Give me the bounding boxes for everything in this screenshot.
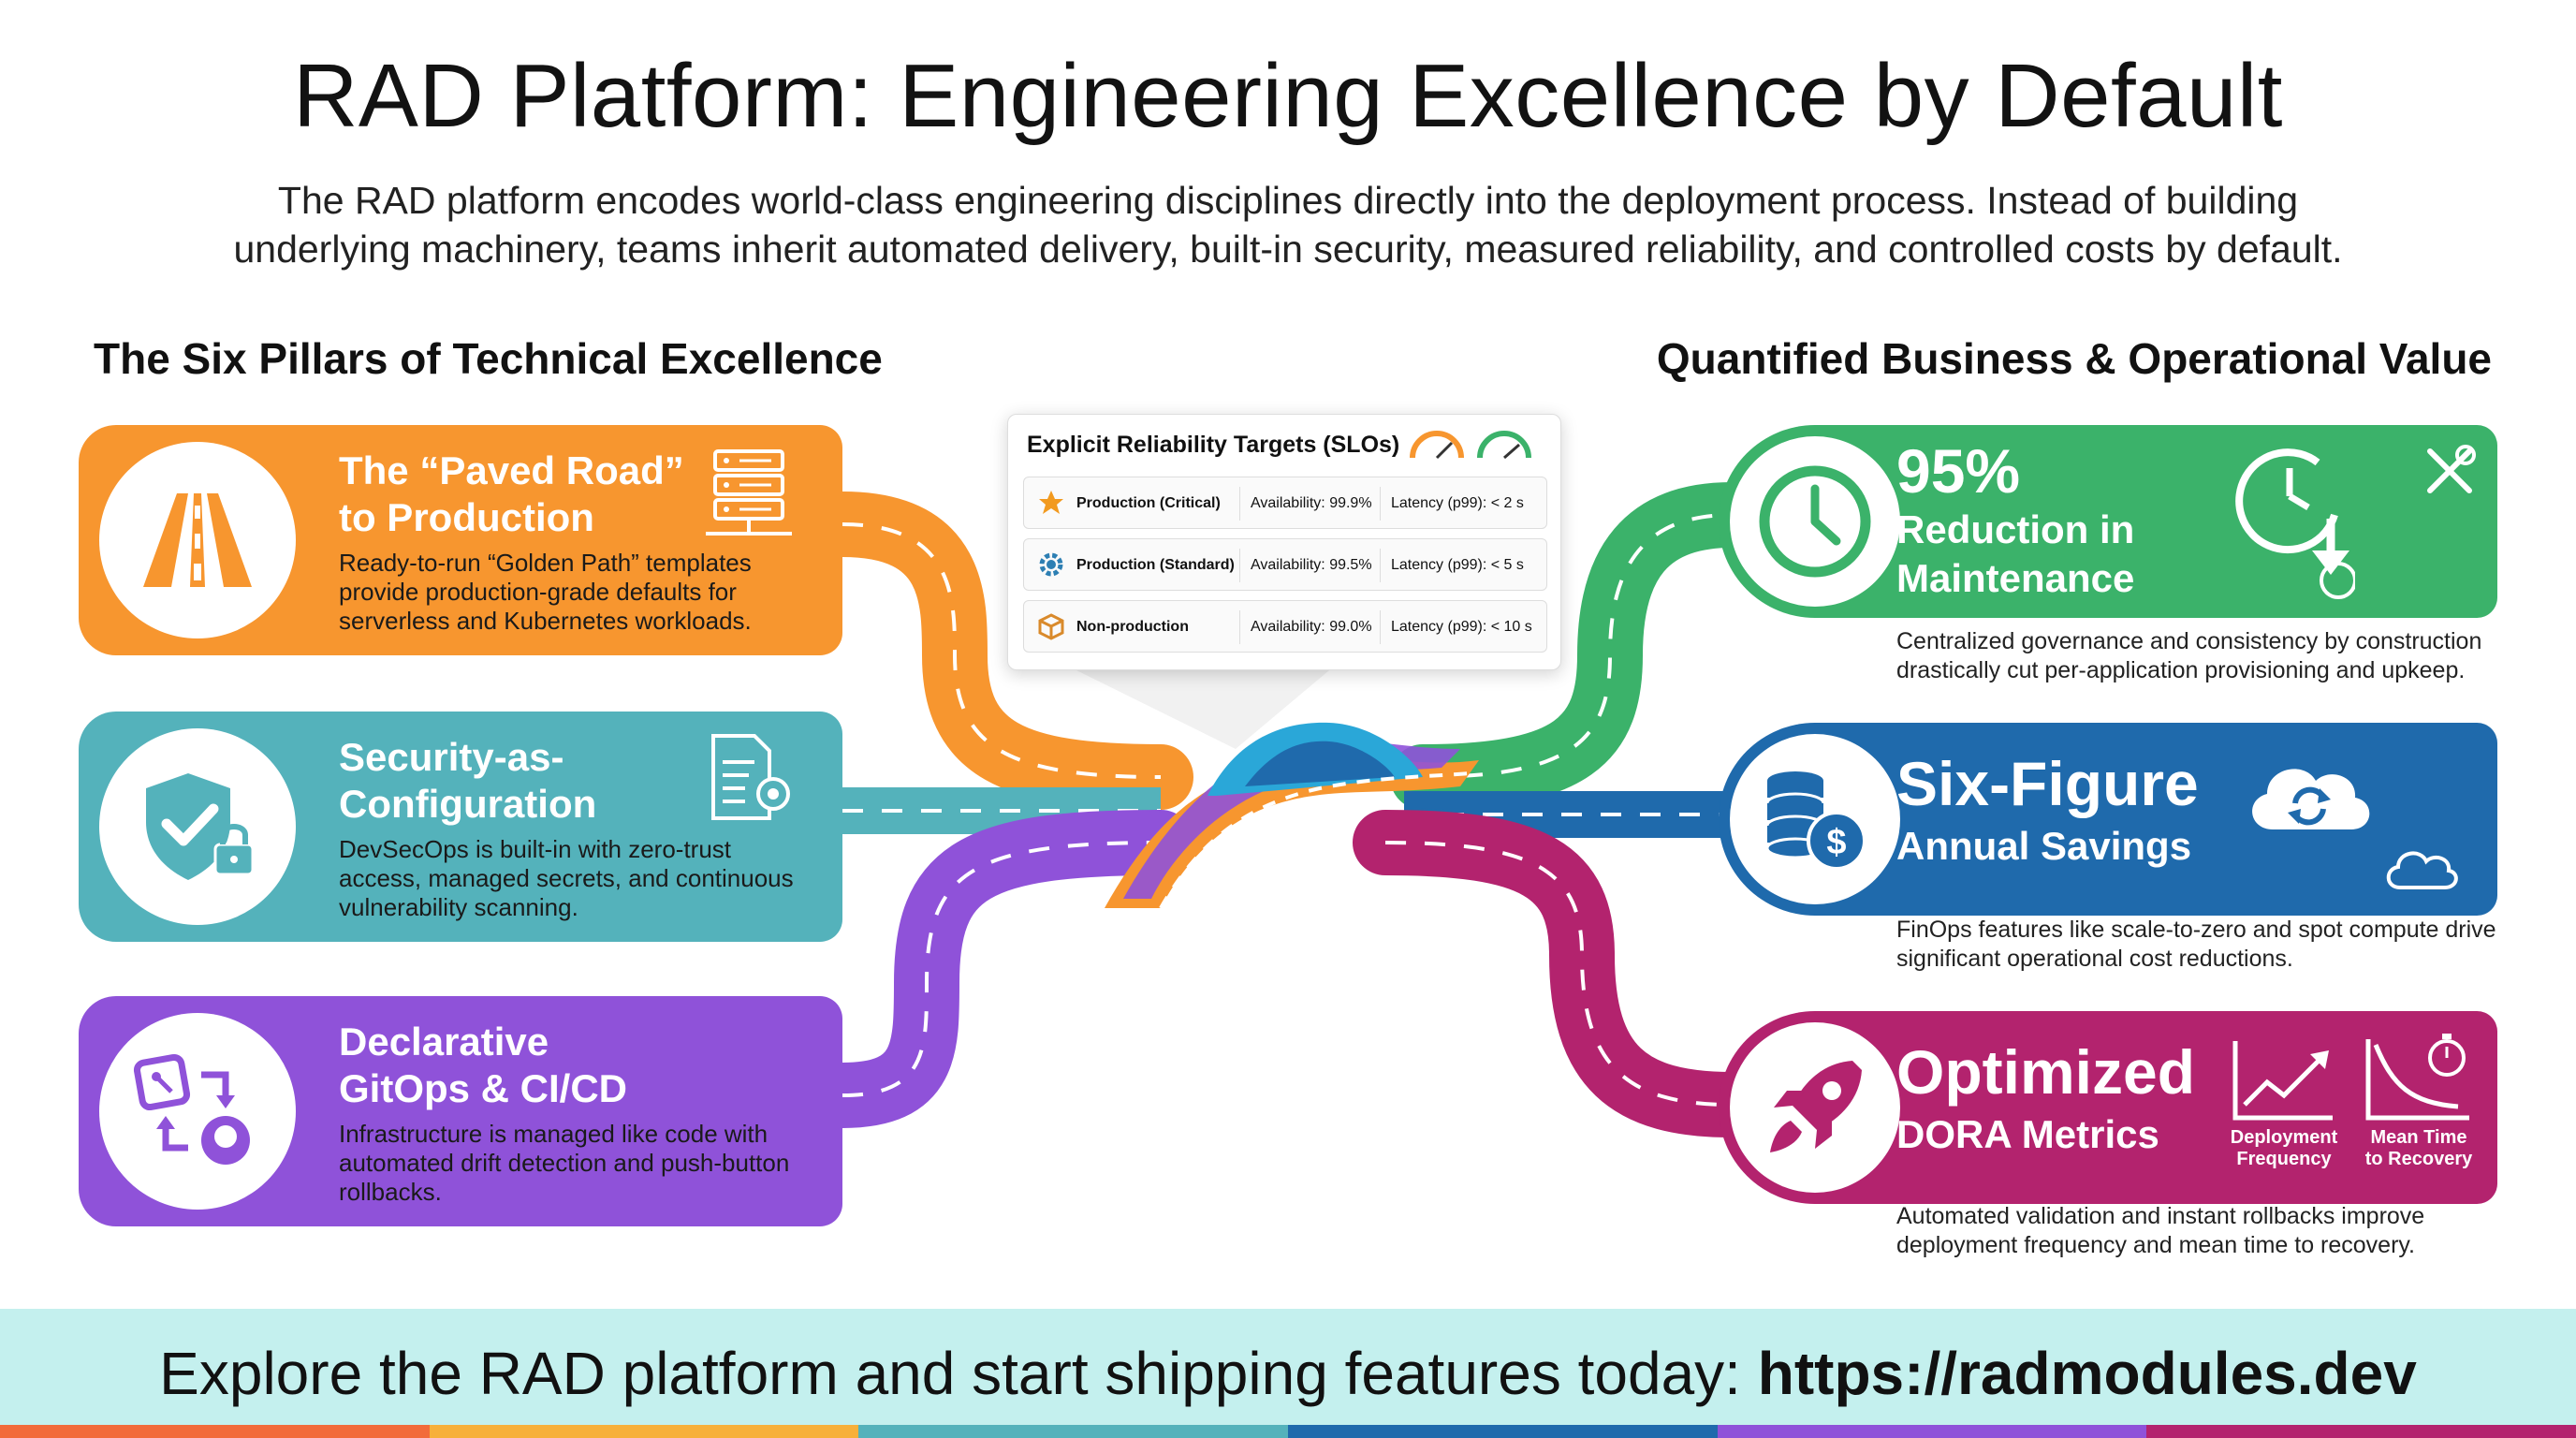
rocket-icon (1770, 1061, 1862, 1152)
pillar-paved-road: The “Paved Road” to Production Ready-to-… (79, 425, 842, 655)
value-description: FinOps features like scale-to-zero and s… (1896, 917, 2496, 972)
pillar-gitops: Declarative GitOps & CI/CD Infrastructur… (79, 996, 842, 1226)
pillar-icon-circle (99, 728, 296, 925)
slo-latency: Latency (p99): < 10 s (1391, 619, 1532, 635)
clock-download-icon (2235, 448, 2355, 599)
slo-row: Production (Critical) Availability: 99.9… (1023, 477, 1547, 529)
value-description: Automated validation and instant rollbac… (1896, 1203, 2425, 1258)
value-description: Centralized governance and consistency b… (1896, 628, 2482, 683)
stopwatch-trend-down-icon (2365, 1034, 2469, 1121)
svg-text:$: $ (1826, 823, 1846, 862)
pillar-icon-circle (99, 1013, 296, 1210)
cloud-icon (2386, 851, 2458, 889)
pillar-title: Declarative GitOps & CI/CD (339, 1020, 628, 1110)
slo-availability: Availability: 99.9% (1251, 495, 1372, 511)
road-purple-dash (842, 841, 1162, 1097)
left-section-heading: The Six Pillars of Technical Excellence (94, 334, 883, 383)
trend-up-icon (2232, 1041, 2333, 1121)
value-savings: $ Six-Figure Annual Savings (1719, 723, 2497, 916)
slo-row: Non-production Availability: 99.0% Laten… (1023, 600, 1547, 653)
slo-tier: Production (Standard) (1076, 557, 1235, 573)
page-subtitle: The RAD platform encodes world-class eng… (112, 176, 2464, 273)
value-subline-1: Annual Savings (1896, 824, 2192, 868)
metric-mean-time-to-recovery: Mean Time to Recovery (2364, 1127, 2473, 1169)
value-subline-1: Reduction in (1896, 507, 2135, 551)
pillar-title: The “Paved Road” to Production (339, 448, 684, 539)
slo-latency: Latency (p99): < 2 s (1391, 495, 1524, 511)
pillar-description: Infrastructure is managed like code with… (339, 1120, 790, 1206)
subtitle-line-2: underlying machinery, teams inherit auto… (233, 227, 2343, 271)
value-icon-circle: $ (1730, 734, 1900, 904)
tools-icon (2427, 445, 2476, 493)
slo-availability: Availability: 99.5% (1251, 557, 1372, 573)
star-icon (1039, 491, 1063, 514)
interchange-icon (1105, 722, 1479, 909)
coins-icon: $ (1765, 771, 1866, 871)
value-subline-2: Maintenance (1896, 556, 2135, 600)
pillar-title: Security-as- Configuration (339, 735, 597, 826)
metric-deployment-frequency: Deployment Frequency (2230, 1127, 2338, 1169)
page-title: RAD Platform: Engineering Excellence by … (293, 46, 2283, 146)
cta-banner (0, 1309, 2576, 1425)
pillar-description: Ready-to-run “Golden Path” templates pro… (339, 549, 752, 635)
pillar-security: Security-as- Configuration DevSecOps is … (79, 712, 842, 942)
box-icon (1038, 613, 1064, 640)
pillar-description: DevSecOps is built-in with zero-trust ac… (339, 835, 794, 921)
road-green-dash (1422, 513, 1733, 779)
slo-latency: Latency (p99): < 5 s (1391, 557, 1524, 573)
cta-text-lead: Explore the RAD platform and start shipp… (159, 1340, 1758, 1407)
road-magenta (1353, 810, 1764, 1137)
document-gear-icon (711, 734, 790, 820)
slo-row: Production (Standard) Availability: 99.5… (1023, 538, 1547, 591)
color-stripe (0, 1425, 2576, 1438)
value-maintenance: 95% Reduction in Maintenance (1719, 425, 2497, 618)
value-headline: 95% (1896, 436, 2021, 506)
value-headline: Six-Figure (1896, 749, 2199, 818)
git-branch-icon (133, 1053, 250, 1165)
cloud-sync-icon (2252, 769, 2370, 829)
clock-icon (1759, 465, 1871, 578)
value-icon-circle (1730, 436, 1900, 607)
value-subline-1: DORA Metrics (1896, 1112, 2159, 1156)
slo-panel: Explicit Reliability Targets (SLOs) Prod… (1007, 414, 1561, 670)
road-purple (810, 810, 1193, 1128)
slo-tier: Production (Critical) (1076, 495, 1221, 511)
slo-panel-title: Explicit Reliability Targets (SLOs) (1027, 432, 1400, 458)
slo-pointer (1076, 670, 1329, 749)
cta-link[interactable]: https://radmodules.dev (1757, 1340, 2417, 1407)
gauge-icon (1410, 431, 1531, 460)
road-orange-dash (842, 522, 1162, 779)
right-section-heading: Quantified Business & Operational Value (1656, 334, 2492, 383)
value-headline: Optimized (1896, 1037, 2196, 1107)
subtitle-line-1: The RAD platform encodes world-class eng… (277, 179, 2299, 222)
road-icon (143, 493, 252, 587)
server-icon (706, 449, 792, 536)
slo-availability: Availability: 99.0% (1251, 619, 1372, 635)
cta-text: Explore the RAD platform and start shipp… (0, 1339, 2576, 1408)
pillar-icon-circle (99, 442, 296, 638)
shield-check-icon (146, 773, 255, 880)
slo-tier: Non-production (1076, 619, 1189, 635)
value-icon-circle (1730, 1022, 1900, 1193)
value-dora: Optimized DORA Metrics Deployment Freque… (1719, 1011, 2497, 1204)
gear-icon (1039, 552, 1063, 577)
